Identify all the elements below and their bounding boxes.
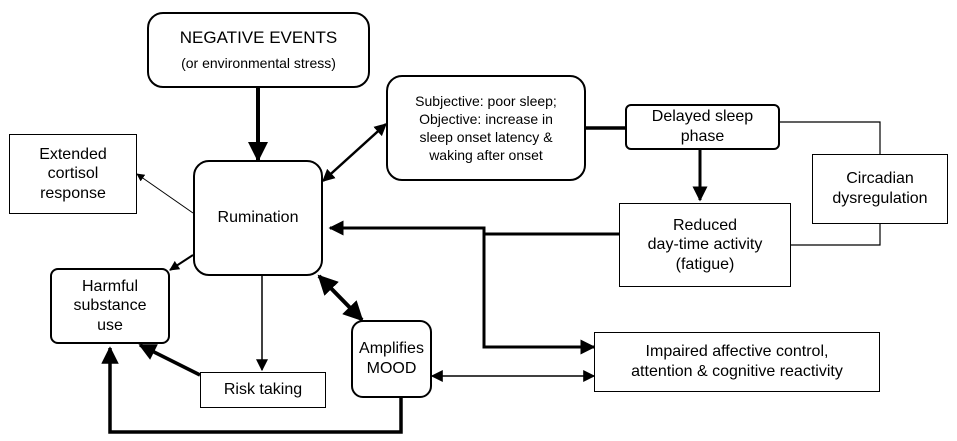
node-cortisol-line-3: response xyxy=(40,184,106,202)
line-circadian-bracket-lower xyxy=(791,224,881,246)
arrow-risk-to-substance xyxy=(138,343,201,377)
node-cortisol-line-2: cortisol xyxy=(47,165,99,183)
arrow-rumination-sleep xyxy=(322,123,387,182)
node-risk-taking: Risk taking xyxy=(200,372,326,408)
node-amplifies-mood-line-2: MOOD xyxy=(366,360,417,377)
arrow-rumination-to-cortisol xyxy=(136,173,194,214)
node-reduced-activity-line-2: day-time activity xyxy=(647,236,763,254)
node-amplifies-mood-line-1: Amplifies xyxy=(359,340,424,358)
node-amplifies-mood: Amplifies MOOD xyxy=(351,320,432,398)
node-reduced-activity: Reduced day-time activity (fatigue) xyxy=(619,203,791,287)
node-rumination-label: Rumination xyxy=(217,209,299,227)
node-sleep-quality-line-2: Objective: increase in xyxy=(419,110,553,127)
node-risk-taking-label: Risk taking xyxy=(223,381,303,399)
node-sleep-quality: Subjective: poor sleep; Objective: incre… xyxy=(386,75,586,181)
node-sleep-quality-line-1: Subjective: poor sleep; xyxy=(415,92,557,109)
arrow-rumination-mood xyxy=(317,274,364,322)
node-circadian-line-1: Circadian xyxy=(846,170,914,188)
arrow-mood-to-substance xyxy=(101,346,403,434)
node-circadian-line-2: dysregulation xyxy=(832,190,928,207)
arrow-reduced-to-rumination xyxy=(328,220,619,236)
line-circadian-bracket xyxy=(780,121,881,154)
node-cortisol-line-1: Extended xyxy=(39,145,107,163)
node-negative-events-subtitle: (or environmental stress) xyxy=(181,54,336,71)
node-impaired-control-line-2: attention & cognitive reactivity xyxy=(631,363,843,380)
node-sleep-quality-line-3: sleep onset latency & xyxy=(419,129,553,145)
node-extended-cortisol: Extended cortisol response xyxy=(9,134,137,214)
node-harmful-substance-line-3: use xyxy=(97,316,123,334)
node-impaired-control-line-1: Impaired affective control, xyxy=(645,343,829,361)
node-circadian-dysregulation: Circadian dysregulation xyxy=(812,154,948,224)
node-delayed-sleep-phase-line-1: Delayed sleep xyxy=(651,108,754,126)
node-reduced-activity-line-1: Reduced xyxy=(672,216,738,234)
node-negative-events-title: NEGATIVE EVENTS xyxy=(179,28,338,48)
node-delayed-sleep-phase: Delayed sleep phase xyxy=(625,104,780,150)
arrow-loop-to-impaired xyxy=(482,228,596,355)
node-negative-events: NEGATIVE EVENTS (or environmental stress… xyxy=(147,12,370,88)
node-delayed-sleep-phase-line-2: phase xyxy=(680,128,725,145)
node-sleep-quality-line-4: waking after onset xyxy=(429,147,543,164)
arrow-rumination-to-substance xyxy=(169,254,194,271)
node-harmful-substance-line-1: Harmful xyxy=(81,277,138,295)
node-harmful-substance-line-2: substance xyxy=(73,297,147,315)
node-harmful-substance: Harmful substance use xyxy=(50,268,170,344)
node-rumination: Rumination xyxy=(193,160,323,276)
node-impaired-control: Impaired affective control, attention & … xyxy=(594,332,880,392)
node-reduced-activity-line-3: (fatigue) xyxy=(675,255,735,273)
